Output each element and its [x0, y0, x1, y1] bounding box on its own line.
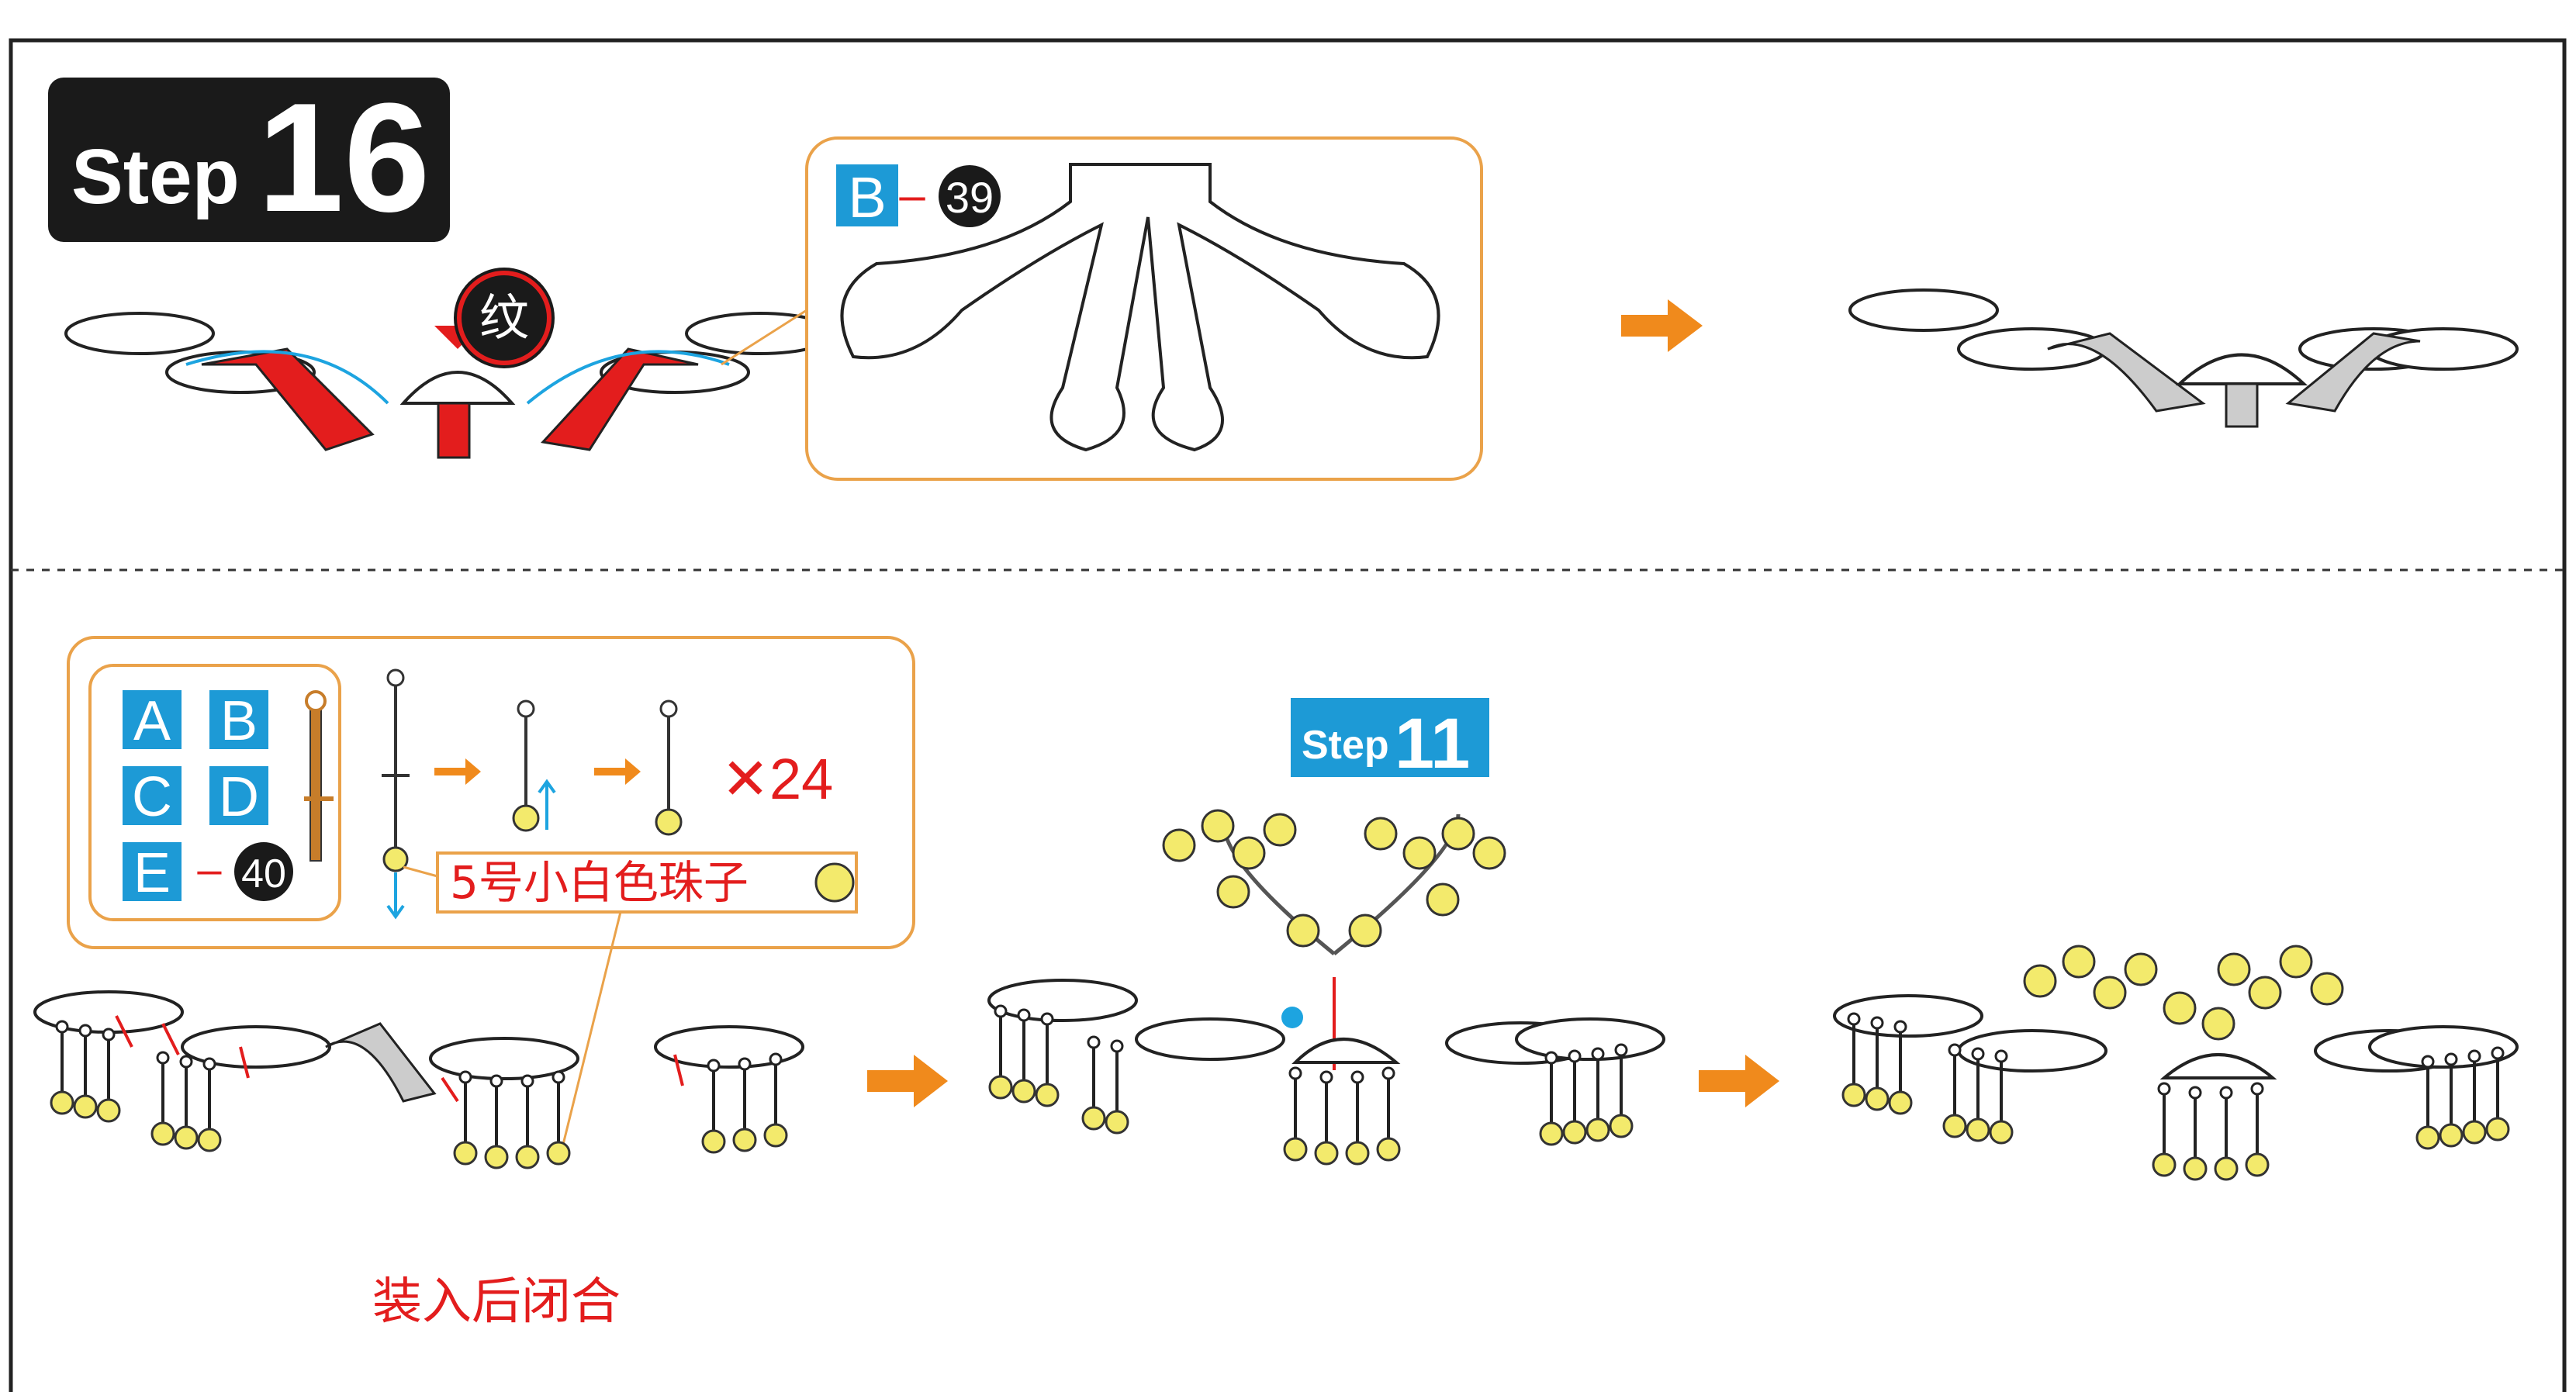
part-number: 40: [241, 851, 286, 896]
letter-c: C: [132, 766, 172, 828]
part-letter: B: [848, 165, 886, 230]
letter-d: D: [219, 766, 259, 828]
step-word: Step: [71, 133, 240, 220]
letter-box-d: [209, 766, 268, 825]
step-number: 16: [258, 71, 430, 244]
close-note: 装入后闭合: [372, 1273, 621, 1331]
bottom-assembly-result: [1833, 945, 2519, 1181]
arrow-right-icon: [1699, 1055, 1779, 1107]
step-ref-number: 11: [1395, 704, 1470, 783]
part-letter-box: [836, 164, 898, 226]
bead-icon: [382, 846, 409, 872]
letter-box-c: [123, 766, 182, 825]
callout-dash: –: [899, 169, 925, 221]
bottom-assembly-middle: [987, 809, 1665, 1166]
callout-dash: –: [197, 845, 222, 893]
down-arrow-icon: [386, 872, 405, 920]
part-number: 39: [946, 173, 994, 222]
arrow-right-icon: [867, 1055, 948, 1107]
page-frame: [9, 38, 2567, 1392]
letter-b: B: [220, 690, 258, 752]
up-arrow-icon: [538, 779, 556, 830]
step-ref-badge: Step 11: [1291, 698, 1489, 783]
letter-a: A: [133, 690, 171, 752]
arrow-right-icon: [1621, 299, 1703, 352]
letter-box-b: [209, 690, 268, 749]
top-assembly-left: [64, 312, 835, 459]
letter-e: E: [133, 842, 171, 904]
pattern-marker: 纹: [434, 268, 555, 368]
pin-icon: [309, 705, 322, 862]
bottom-assembly-left: [33, 990, 804, 1169]
letter-box-e: [123, 842, 182, 901]
top-callout: B – 39: [721, 136, 1483, 481]
top-assembly-result: [1848, 288, 2519, 428]
step-badge: Step 16: [48, 71, 450, 244]
pattern-marker-text: 纹: [479, 290, 529, 347]
letter-box-a: [123, 690, 182, 749]
quantity: ✕24: [721, 747, 833, 811]
bottom-callout: A B C D E – 40 ✕24 5号小白色珠子: [67, 636, 915, 1164]
step-ref-word: Step: [1302, 723, 1389, 768]
bead-label: 5号小白色珠子: [450, 856, 749, 909]
